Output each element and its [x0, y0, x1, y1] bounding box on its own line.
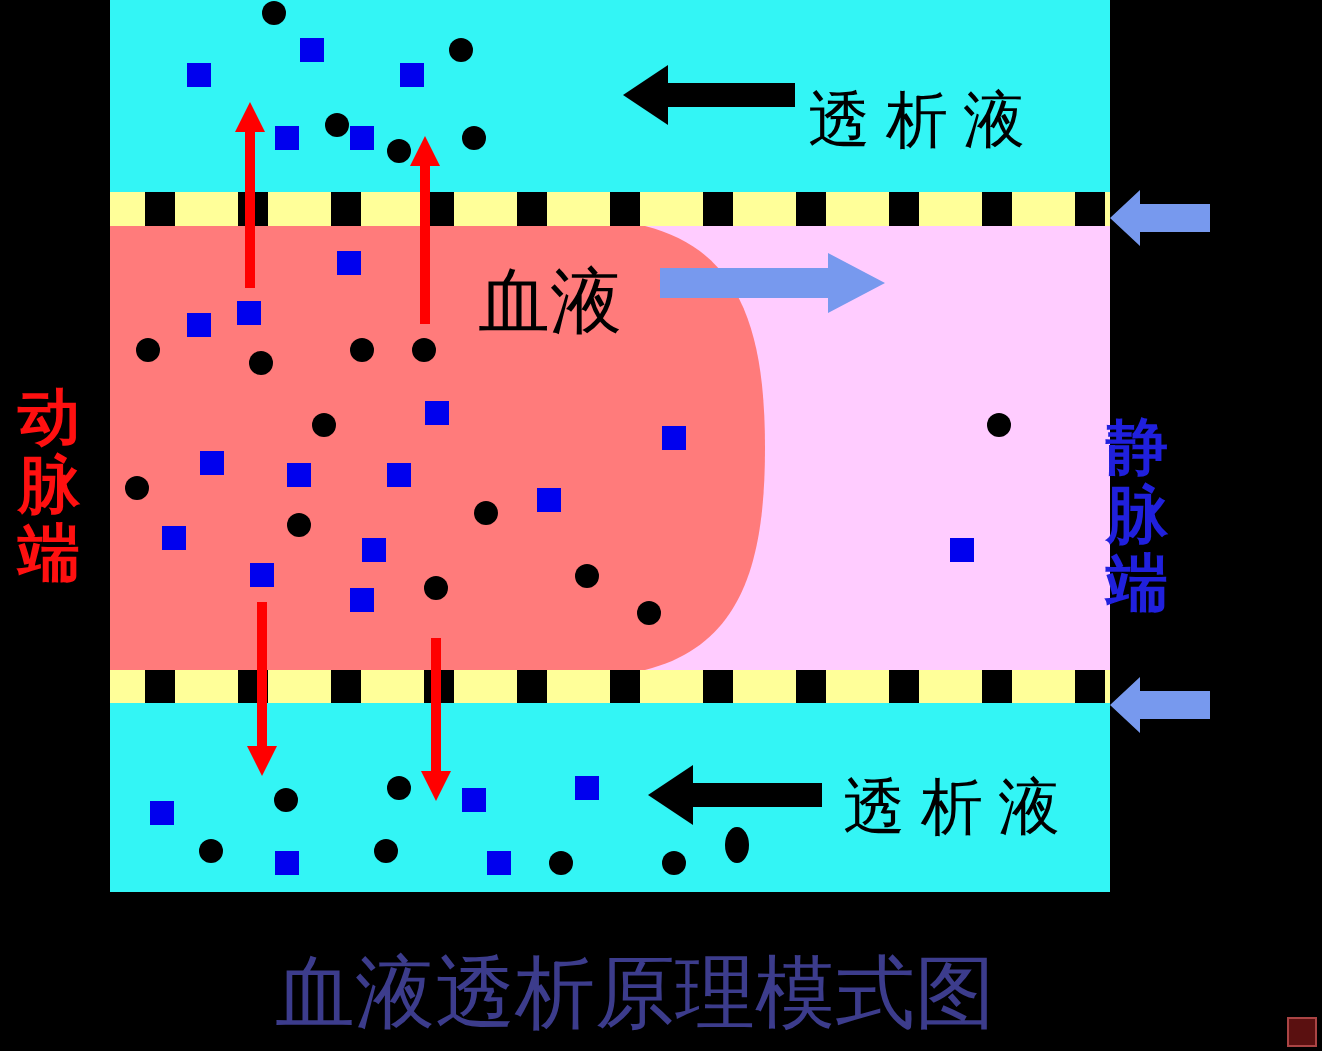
solute-square [162, 526, 186, 550]
solute-dot [262, 1, 286, 25]
diffusion-arrow [245, 120, 255, 288]
solute-square [250, 563, 274, 587]
solute-dot [387, 139, 411, 163]
solute-square [575, 776, 599, 800]
caption: 血液透析原理模式图 [0, 940, 1270, 1048]
dialysate-band [110, 0, 1110, 192]
solute-dot [274, 788, 298, 812]
solute-dot [987, 413, 1011, 437]
solute-square [275, 851, 299, 875]
solute-square [950, 538, 974, 562]
solute-dot [374, 839, 398, 863]
flow-arrow [623, 65, 795, 125]
solute-square [425, 401, 449, 425]
solute-dot [136, 338, 160, 362]
flow-arrow [660, 253, 885, 313]
solute-dot [387, 776, 411, 800]
solute-dot [412, 338, 436, 362]
solute-square [300, 38, 324, 62]
seal-mark [1288, 1018, 1316, 1046]
solute-dot [549, 851, 573, 875]
solute-dot [287, 513, 311, 537]
solute-dot [662, 851, 686, 875]
solute-square [387, 463, 411, 487]
dialysate-band: 透 析 液 [110, 0, 1110, 192]
solute-square [400, 63, 424, 87]
solute-dot [325, 113, 349, 137]
diffusion-arrow [257, 602, 267, 758]
solute-dot [199, 839, 223, 863]
end-label: 静脉端 [1106, 413, 1168, 618]
blood-channel: 血液 [110, 226, 1110, 670]
solute-square [462, 788, 486, 812]
solute-square [275, 126, 299, 150]
solute-dot [474, 501, 498, 525]
flow-arrow [648, 765, 822, 825]
solute-square [537, 488, 561, 512]
solute-square [237, 301, 261, 325]
solute-dot [424, 576, 448, 600]
solute-dot [725, 827, 749, 863]
solute-dot [575, 564, 599, 588]
node-label: 透 析 液 [808, 78, 1025, 162]
solute-square [487, 851, 511, 875]
solute-square [187, 63, 211, 87]
solute-dot [312, 413, 336, 437]
node-label: 血液 [478, 254, 622, 350]
solute-dot [125, 476, 149, 500]
solute-square [350, 588, 374, 612]
solute-square [200, 451, 224, 475]
dialysate-band: 透 析 液 [110, 703, 1110, 892]
solute-square [150, 801, 174, 825]
node-label: 透 析 液 [843, 765, 1060, 849]
solute-dot [350, 338, 374, 362]
diffusion-arrow [431, 638, 441, 783]
solute-square [337, 251, 361, 275]
solute-dot [637, 601, 661, 625]
solute-square [350, 126, 374, 150]
solute-square [662, 426, 686, 450]
solute-dot [249, 351, 273, 375]
diffusion-arrow [420, 154, 430, 324]
flow-arrow [1110, 190, 1210, 246]
solute-dot [449, 38, 473, 62]
end-label: 动脉端 [18, 383, 80, 588]
solute-square [287, 463, 311, 487]
membrane [110, 192, 1110, 226]
flow-arrow [1110, 677, 1210, 733]
solute-square [362, 538, 386, 562]
solute-dot [462, 126, 486, 150]
solute-square [187, 313, 211, 337]
